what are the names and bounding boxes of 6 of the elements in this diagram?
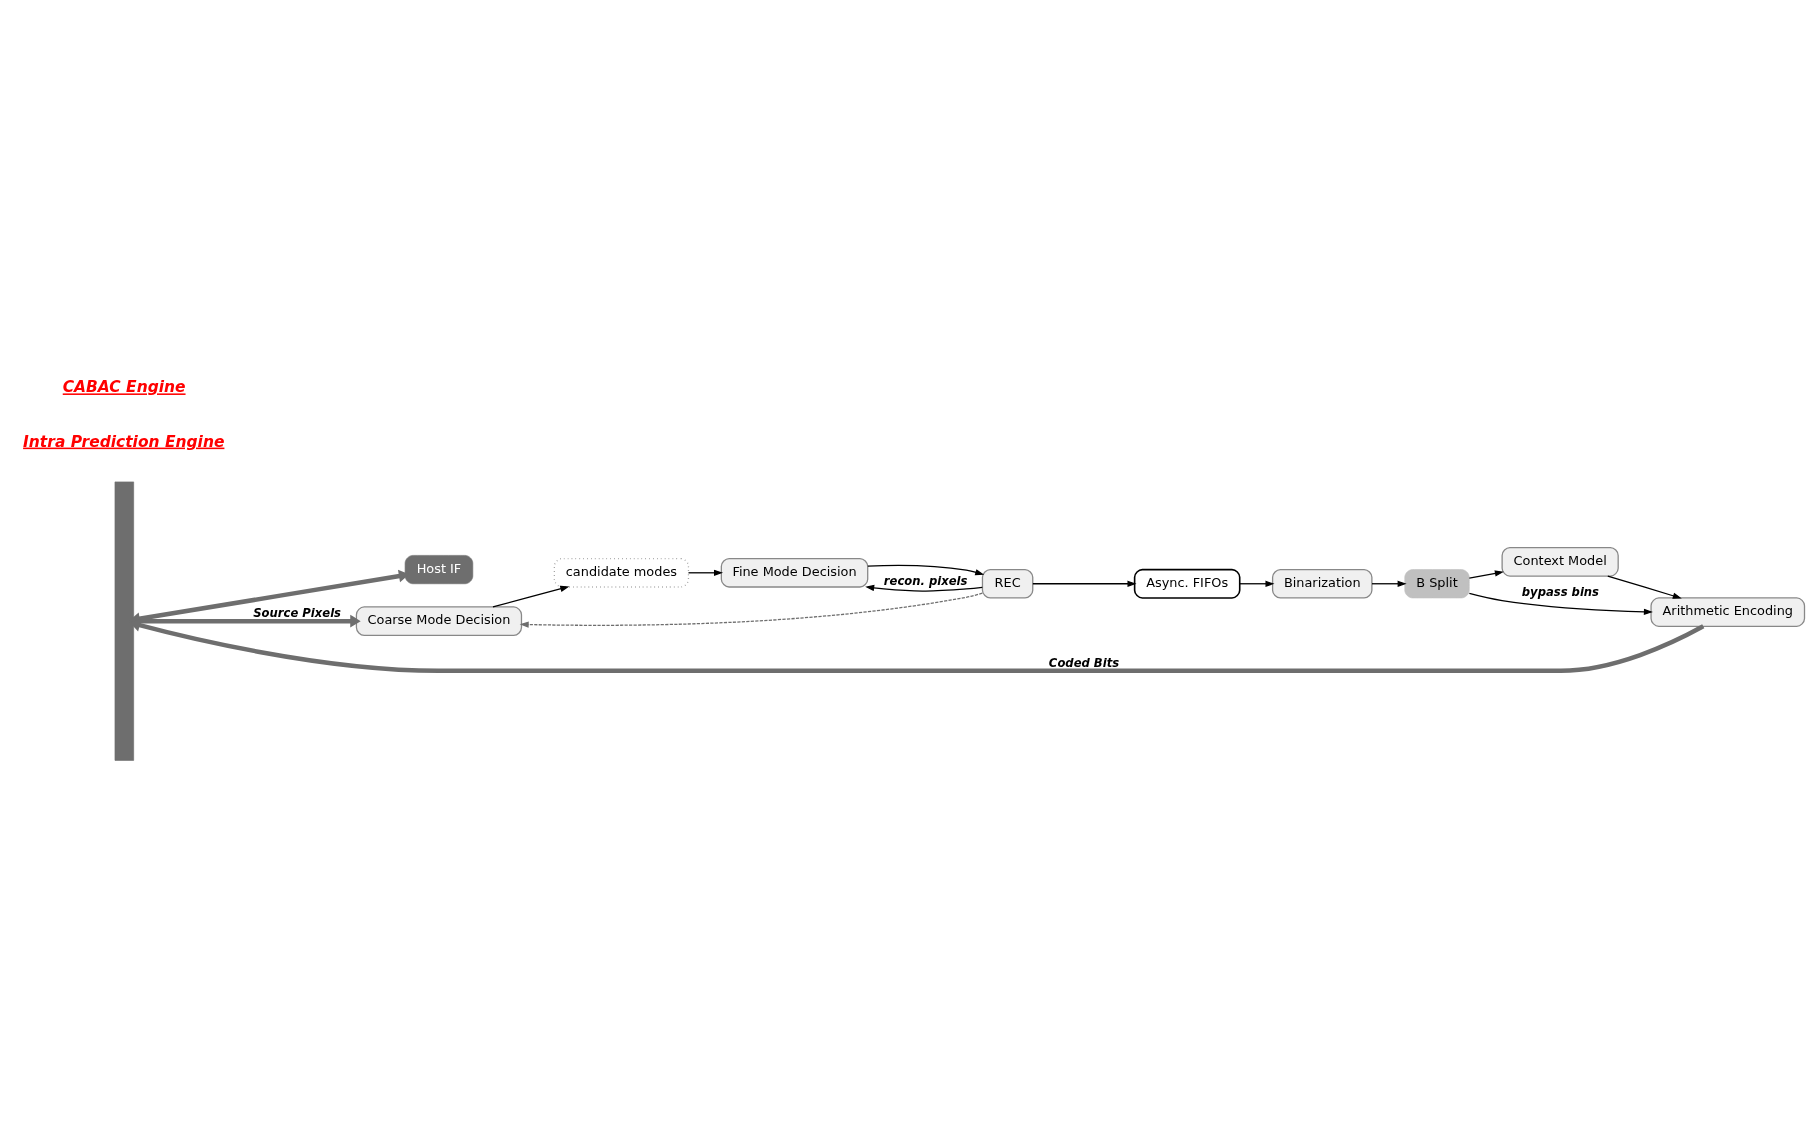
edge-label: recon. pixels — [883, 573, 968, 588]
edge-label: Source Pixels — [253, 605, 342, 620]
label: Intra Prediction Engine — [23, 432, 225, 451]
edge-label: bypass bins — [1521, 584, 1600, 599]
label: CABAC Engine — [62, 377, 186, 396]
edge-label: Coded Bits — [1048, 655, 1120, 670]
